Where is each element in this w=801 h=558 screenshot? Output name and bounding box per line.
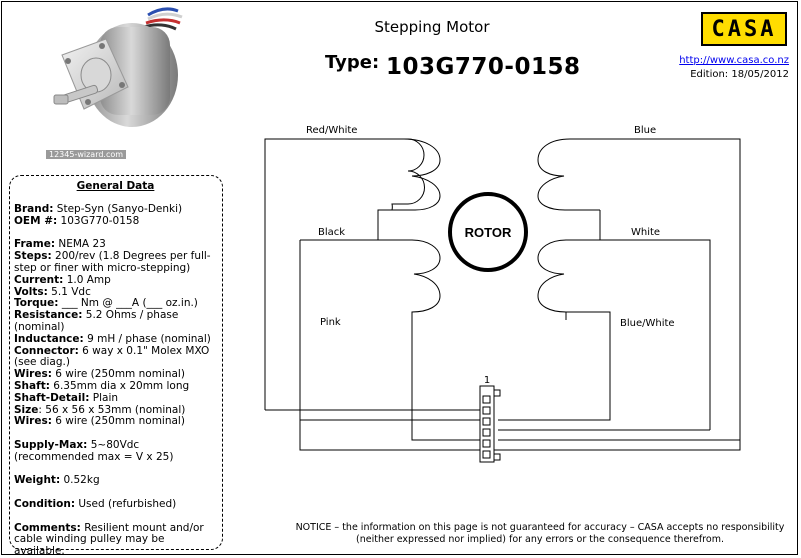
spec-row: Condition: Used (refurbished) — [14, 497, 217, 511]
spec-row: Resistance: 5.2 Ohms / phase (nominal) — [14, 309, 217, 334]
white-lead — [600, 239, 711, 430]
spec-label: Steps: — [14, 250, 52, 263]
spec-row: Size: 56 x 56 x 53mm (nominal) — [14, 403, 217, 417]
spec-label: Supply-Max: — [14, 438, 88, 451]
spec-label: Frame: — [14, 238, 56, 251]
spec-value: 200/rev (1.8 Degrees per full-step or fi… — [14, 250, 211, 274]
spec-row: Comments: Resilient mount and/or cable w… — [14, 521, 217, 558]
rotor-label: ROTOR — [465, 225, 512, 240]
right-winding-lower — [537, 239, 600, 320]
spec-value: 6 wire (250mm nominal) — [51, 368, 185, 381]
spec-row: Brand: Step-Syn (Sanyo-Denki) — [14, 203, 217, 216]
spec-row: Current: 1.0 Amp — [14, 273, 217, 287]
left-winding-lower — [378, 239, 441, 432]
spec-value: Plain — [89, 391, 119, 404]
spec-row: Volts: 5.1 Vdc — [14, 285, 217, 299]
spec-value: NEMA 23 — [55, 238, 106, 251]
spec-label: Comments: — [14, 521, 81, 534]
label-blue-white: Blue/White — [620, 318, 675, 329]
spec-row: Weight: 0.52kg — [14, 474, 217, 487]
disclaimer-notice: NOTICE – the information on this page is… — [295, 522, 785, 545]
spec-value: Resilient mount and/or cable winding pul… — [14, 521, 204, 558]
photo-watermark: 12345-wizard.com — [46, 150, 127, 159]
spec-label: Current: — [14, 273, 64, 286]
spec-label: Size — [14, 403, 39, 416]
general-data-panel: General Data Brand: Step-Syn (Sanyo-Denk… — [9, 175, 223, 557]
spec-label: Volts: — [14, 285, 48, 298]
spec-label: Shaft: — [14, 379, 50, 392]
spec-value: Step-Syn (Sanyo-Denki) — [53, 203, 183, 215]
spec-value: 5.1 Vdc — [47, 285, 91, 298]
left-winding-upper — [265, 138, 441, 240]
spec-row: Torque: ___ Nm @ ___A (___ oz.in.) — [14, 297, 217, 310]
spec-row: Shaft: 6.35mm dia x 20mm long — [14, 379, 217, 393]
label-white: White — [631, 227, 660, 238]
wiring-diagram: ROTOR 1 Red/White Black Pink Blue White … — [264, 125, 741, 463]
spec-label: Inductance: — [14, 332, 84, 345]
spec-row: Wires: 6 wire (250mm nominal) — [14, 368, 217, 381]
motor-photo — [53, 7, 183, 127]
type-label: Type: — [325, 52, 380, 73]
spec-row: Supply-Max: 5~80Vdc (recommended max = V… — [14, 438, 217, 464]
spec-value: 9 mH / phase (nominal) — [83, 332, 211, 345]
spec-value: 1.0 Amp — [63, 273, 111, 286]
spec-label: Condition: — [14, 497, 76, 510]
left-coil-top — [264, 138, 425, 410]
page-title: Stepping Motor — [374, 18, 490, 36]
general-data-list: Brand: Step-Syn (Sanyo-Denki)OEM #: 103G… — [14, 203, 217, 558]
model-number: 103G770-0158 — [386, 54, 581, 80]
blue-lead — [299, 138, 741, 451]
rotor-circle — [448, 192, 528, 272]
right-winding-upper — [537, 138, 710, 211]
spec-label: Resistance: — [14, 309, 83, 322]
casa-logo: CASA — [701, 12, 787, 46]
spec-label: Torque: — [14, 297, 59, 310]
spec-label: Wires: — [14, 415, 52, 428]
spec-label: OEM #: — [14, 214, 58, 227]
spec-label: Brand: — [14, 203, 54, 215]
black-lead — [299, 240, 488, 421]
spec-label: Wires: — [14, 368, 52, 381]
spec-value: 103G770-0158 — [57, 214, 140, 227]
pink-lead — [411, 312, 488, 441]
spec-row: Connector: 6 way x 0.1" Molex MXO (see d… — [14, 344, 217, 370]
spec-row: Frame: NEMA 23 — [14, 238, 217, 251]
molex-connector — [479, 385, 501, 463]
spec-value: 6 way x 0.1" Molex MXO (see diag.) — [14, 344, 210, 369]
spec-value: 6 wire (250mm nominal) — [51, 415, 185, 428]
spec-label: Weight: — [14, 474, 61, 487]
blue-white-lead — [498, 311, 611, 421]
label-pink: Pink — [320, 317, 341, 328]
spec-row: OEM #: 103G770-0158 — [14, 214, 217, 228]
spec-value: Used (refurbished) — [75, 497, 177, 510]
spec-value: 5.2 Ohms / phase (nominal) — [14, 309, 179, 333]
spec-value: ___ Nm @ ___A (___ oz.in.) — [58, 297, 198, 310]
label-blue: Blue — [634, 125, 656, 136]
label-black: Black — [318, 227, 345, 238]
spec-row: Steps: 200/rev (1.8 Degrees per full-ste… — [14, 250, 217, 275]
spec-row: Wires: 6 wire (250mm nominal) — [14, 415, 217, 428]
spec-label: Connector: — [14, 344, 79, 357]
edition-date: Edition: 18/05/2012 — [690, 69, 789, 80]
website-link[interactable]: http://www.casa.co.nz — [679, 55, 789, 66]
spec-value: 5~80Vdc (recommended max = V x 25) — [14, 438, 174, 463]
spec-row: Shaft-Detail: Plain — [14, 391, 217, 405]
general-data-title: General Data — [76, 180, 155, 192]
connector-pin-label: 1 — [484, 375, 490, 386]
logo-text: CASA — [711, 16, 777, 42]
spec-row: Inductance: 9 mH / phase (nominal) — [14, 332, 217, 346]
spec-value: 0.52kg — [60, 474, 100, 487]
label-red-white: Red/White — [306, 125, 357, 136]
spec-value: 6.35mm dia x 20mm long — [49, 379, 190, 392]
spec-value: : 56 x 56 x 53mm (nominal) — [38, 403, 186, 416]
spec-label: Shaft-Detail: — [14, 391, 90, 404]
